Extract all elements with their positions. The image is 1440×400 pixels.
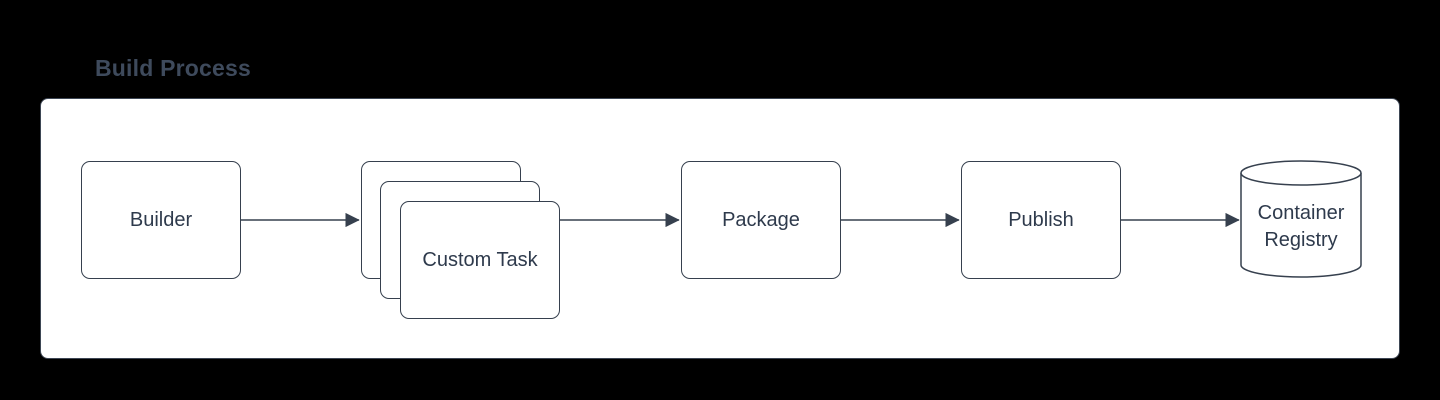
- node-package[interactable]: Package: [681, 161, 841, 279]
- node-publish[interactable]: Publish: [961, 161, 1121, 279]
- diagram-container-panel: Builder Custom Task Custom Task Custom T…: [40, 98, 1400, 359]
- node-container-registry[interactable]: Container Registry: [1241, 161, 1361, 279]
- cylinder-top-ellipse: [1240, 160, 1362, 186]
- edges-layer: [241, 160, 1362, 278]
- node-custom-task-label: Custom Task: [422, 248, 538, 271]
- node-builder[interactable]: Builder: [81, 161, 241, 279]
- diagram-title: Build Process: [95, 55, 251, 81]
- node-container-registry-label: Container Registry: [1257, 202, 1345, 251]
- node-container-registry-shape[interactable]: [1240, 160, 1362, 278]
- node-publish-label: Publish: [1008, 208, 1074, 231]
- node-builder-label: Builder: [129, 208, 193, 231]
- node-package-label: Package: [722, 208, 800, 231]
- node-custom-task[interactable]: Custom Task: [400, 201, 560, 319]
